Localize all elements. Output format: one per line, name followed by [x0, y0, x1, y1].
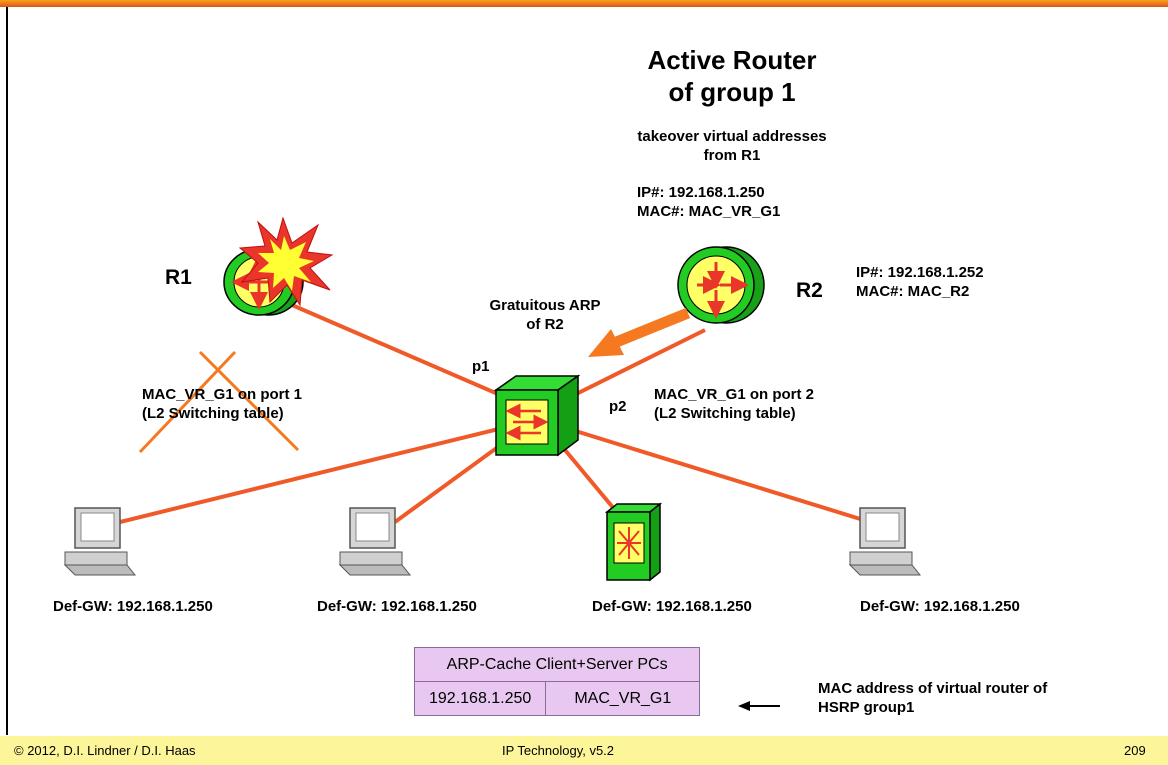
old-entry-line-1: MAC_VR_G1 on port 1 — [142, 386, 303, 403]
network-diagram — [63, 216, 922, 711]
title-line-1: Active Router — [647, 45, 817, 75]
note-line-2: HSRP group1 — [818, 699, 915, 716]
r2-virtual-address: IP#: 192.168.1.250 MAC#: MAC_VR_G1 — [637, 183, 780, 221]
footer-copyright: © 2012, D.I. Lindner / D.I. Haas — [14, 743, 196, 758]
server-icon — [604, 502, 663, 582]
slide-frame-line — [6, 7, 8, 735]
page-title: Active Router of group 1 — [612, 44, 852, 108]
pc2-icon — [338, 507, 412, 576]
new-entry-line-1: MAC_VR_G1 on port 2 — [654, 386, 815, 403]
new-entry-line-2: (L2 Switching table) — [654, 405, 796, 422]
title-line-2: of group 1 — [668, 77, 796, 107]
pc1-icon — [63, 507, 137, 576]
arp-table-header: ARP-Cache Client+Server PCs — [413, 647, 701, 682]
r2-own-address: IP#: 192.168.1.252 MAC#: MAC_R2 — [856, 263, 984, 301]
gratuitous-arp-arrow — [588, 307, 691, 357]
host-4-gateway: Def-GW: 192.168.1.250 — [860, 598, 1020, 615]
takeover-line-1: takeover virtual addresses — [637, 128, 827, 145]
new-switching-entry: MAC_VR_G1 on port 2 (L2 Switching table) — [654, 385, 814, 423]
arp-cache-table: ARP-Cache Client+Server PCs 192.168.1.25… — [413, 647, 701, 716]
note-line-1: MAC address of virtual router of — [818, 680, 1048, 697]
host-2-gateway: Def-GW: 192.168.1.250 — [317, 598, 477, 615]
router-r2-icon — [677, 246, 765, 324]
link-r1-switch — [284, 300, 536, 412]
arp-mac-cell: MAC_VR_G1 — [545, 681, 701, 716]
virtual-router-note: MAC address of virtual router of HSRP gr… — [818, 679, 1047, 717]
footer-course-title: IP Technology, v5.2 — [502, 743, 615, 758]
note-arrow — [738, 701, 780, 711]
r2-virtual-ip: IP#: 192.168.1.250 — [637, 184, 765, 201]
r2-own-mac: MAC#: MAC_R2 — [856, 283, 970, 300]
cross-out-mark — [138, 350, 300, 454]
gratuitous-line-1: Gratuitous ARP — [489, 297, 601, 314]
link-pc1-switch — [119, 418, 536, 524]
takeover-label: takeover virtual addresses from R1 — [612, 127, 852, 165]
router-r1-label: R1 — [165, 266, 192, 289]
arp-table-header-row: ARP-Cache Client+Server PCs — [413, 647, 701, 682]
gratuitous-arp-label: Gratuitous ARP of R2 — [470, 296, 620, 334]
r2-virtual-mac: MAC#: MAC_VR_G1 — [637, 203, 781, 220]
title-bar-accent — [0, 0, 1168, 7]
pc4-icon — [848, 507, 922, 576]
footer-page-number: 209 — [1124, 743, 1146, 758]
port-p1-label: p1 — [472, 358, 490, 375]
switch-icon — [493, 374, 581, 457]
failure-explosion-icon — [238, 216, 334, 307]
gratuitous-line-2: of R2 — [526, 316, 564, 333]
host-3-gateway: Def-GW: 192.168.1.250 — [592, 598, 752, 615]
arp-ip-cell: 192.168.1.250 — [413, 681, 547, 716]
footer-bar: © 2012, D.I. Lindner / D.I. Haas IP Tech… — [0, 736, 1168, 765]
host-1-gateway: Def-GW: 192.168.1.250 — [53, 598, 213, 615]
arp-table-row: 192.168.1.250 MAC_VR_G1 — [413, 681, 701, 716]
link-pc4-switch — [539, 418, 871, 524]
takeover-line-2: from R1 — [703, 147, 761, 164]
r2-own-ip: IP#: 192.168.1.252 — [856, 264, 984, 281]
old-entry-line-2: (L2 Switching table) — [142, 405, 284, 422]
port-p2-label: p2 — [609, 398, 627, 415]
router-r2-label: R2 — [796, 279, 823, 302]
old-switching-entry: MAC_VR_G1 on port 1 (L2 Switching table) — [142, 385, 302, 423]
